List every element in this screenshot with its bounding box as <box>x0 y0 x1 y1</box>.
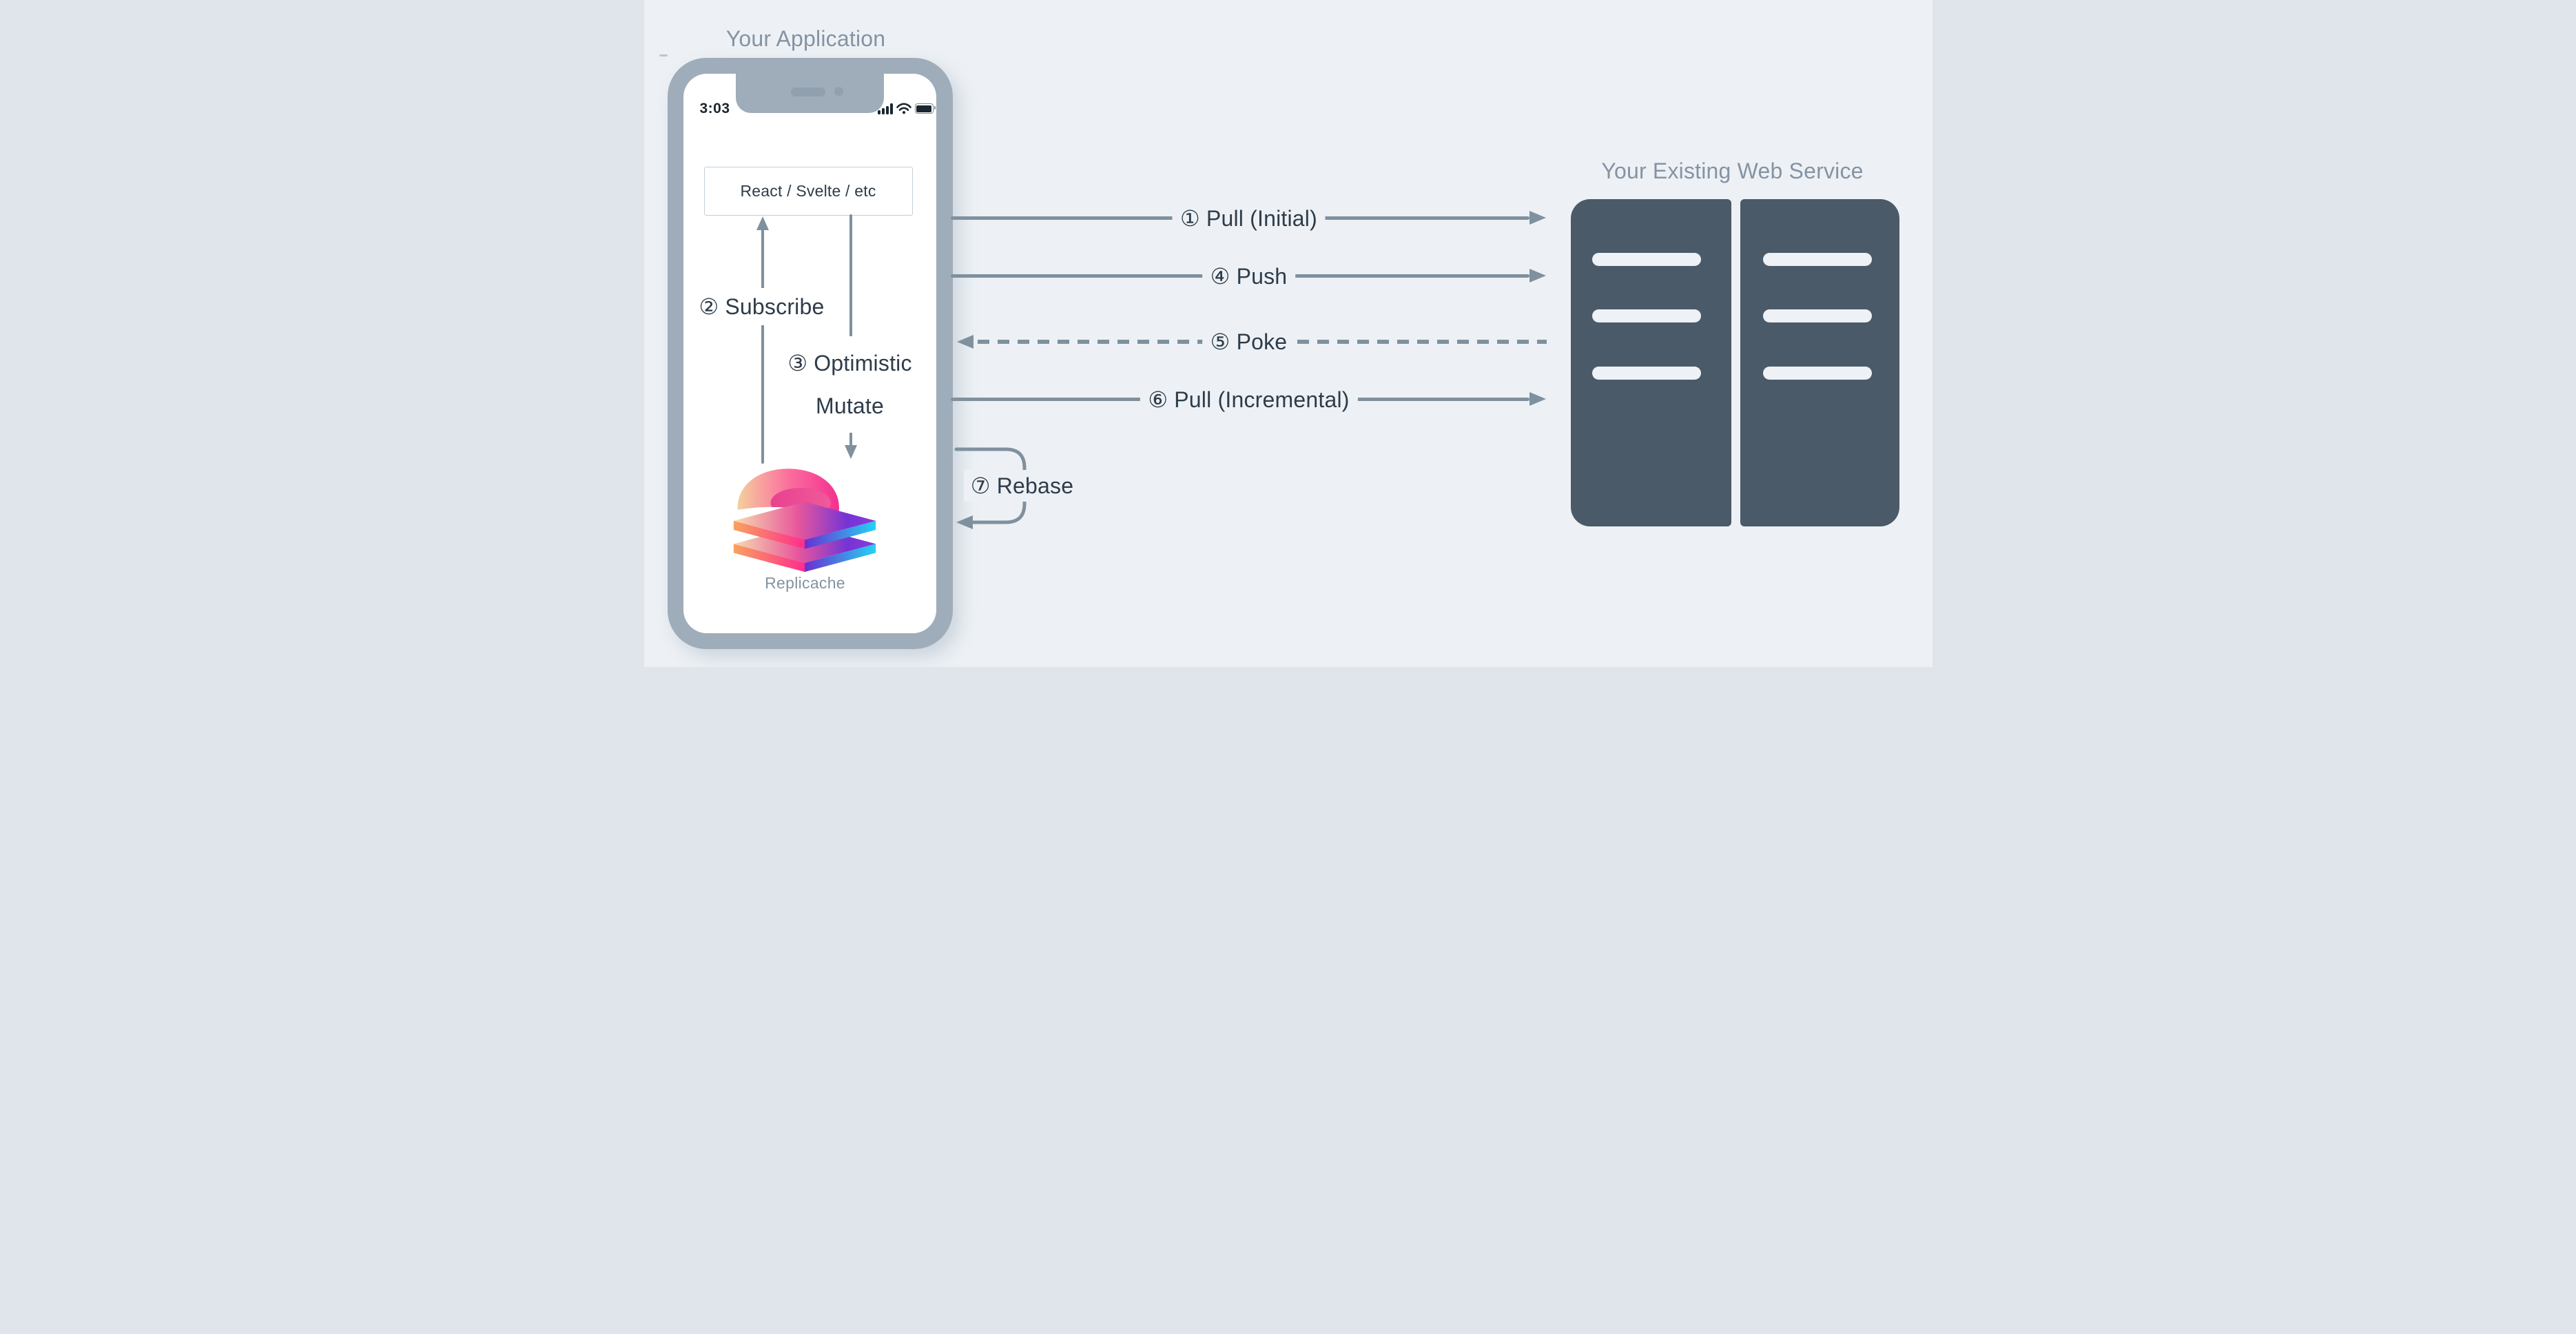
cellular-signal-icon <box>877 103 893 114</box>
push-arrowhead-icon <box>1529 269 1546 283</box>
server-tower-right <box>1740 199 1899 526</box>
battery-icon <box>914 103 936 114</box>
status-bar-icons <box>877 103 936 114</box>
replicache-logo <box>733 469 876 572</box>
step-push-number: ④ <box>1210 264 1230 289</box>
step-optimistic-mutate-number: ③ <box>787 351 808 376</box>
poke-arrowhead-icon <box>956 335 973 349</box>
server-slot <box>1762 309 1872 322</box>
wifi-icon <box>896 103 911 114</box>
pull-initial-arrowhead-icon <box>1529 211 1546 225</box>
step-poke-number: ⑤ <box>1210 329 1230 354</box>
phone-camera-icon <box>834 87 843 96</box>
status-bar-time: 3:03 <box>699 101 730 116</box>
stray-mark <box>659 54 668 57</box>
pull-incremental-arrowhead-icon <box>1529 392 1546 406</box>
server-slot <box>1762 367 1872 380</box>
framework-box: React / Svelte / etc <box>703 167 913 216</box>
mutate-arrowhead-down-icon <box>844 445 857 459</box>
replicache-caption: Replicache <box>765 574 845 592</box>
subscribe-arrowhead-up-icon <box>756 216 769 230</box>
phone-speaker-icon <box>790 88 825 96</box>
mutate-line <box>849 214 852 446</box>
server-tower-left <box>1570 199 1731 526</box>
server-slot <box>1591 309 1701 322</box>
server-slot <box>1591 367 1701 380</box>
step-pull-initial-number: ① <box>1180 206 1200 231</box>
subscribe-line <box>761 229 764 464</box>
rebase-arrowhead-icon <box>956 515 973 529</box>
rebase-loop <box>954 447 1026 529</box>
step-subscribe-number: ② <box>699 294 719 319</box>
left-column-title: Your Application <box>725 26 886 51</box>
right-column-title: Your Existing Web Service <box>1601 158 1864 183</box>
replicache-architecture-diagram: Your Application Your Existing Web Servi… <box>643 0 1933 667</box>
server-slot <box>1762 253 1872 266</box>
step-rebase-number: ⑦ <box>970 473 991 498</box>
framework-box-label: React / Svelte / etc <box>740 182 876 200</box>
step-pull-incremental-number: ⑥ <box>1148 387 1168 412</box>
server-slot <box>1591 253 1701 266</box>
